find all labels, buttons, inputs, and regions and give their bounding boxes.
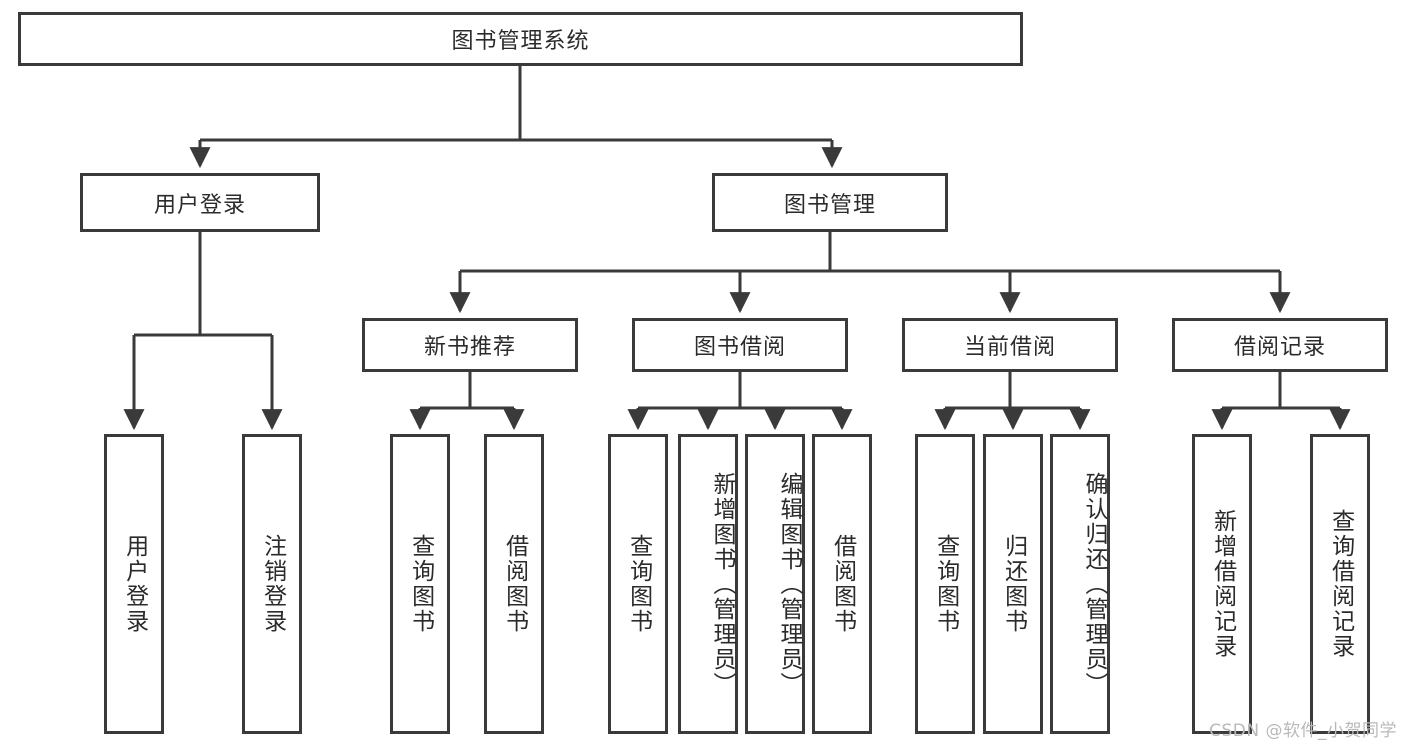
node-borrow-record[interactable]: 借阅记录 — [1172, 318, 1388, 372]
node-leaf-query-book-borrow[interactable]: 查询图书 — [608, 434, 668, 734]
node-leaf-add-book-admin[interactable]: 新增图书（管理员） — [678, 434, 738, 734]
node-leaf-query-book-current[interactable]: 查询图书 — [915, 434, 975, 734]
node-user-login[interactable]: 用户登录 — [80, 173, 320, 232]
node-leaf-return-book[interactable]: 归还图书 — [983, 434, 1043, 734]
node-leaf-user-logout[interactable]: 注销登录 — [242, 434, 302, 734]
node-current-borrow[interactable]: 当前借阅 — [902, 318, 1118, 372]
node-book-borrow[interactable]: 图书借阅 — [632, 318, 848, 372]
node-leaf-query-book-recommend[interactable]: 查询图书 — [390, 434, 450, 734]
node-new-book-recommend[interactable]: 新书推荐 — [362, 318, 578, 372]
node-leaf-add-borrow-record[interactable]: 新增借阅记录 — [1192, 434, 1252, 734]
node-leaf-user-login[interactable]: 用户登录 — [104, 434, 164, 734]
node-leaf-confirm-return-admin[interactable]: 确认归还（管理员） — [1050, 434, 1110, 734]
node-leaf-query-borrow-record[interactable]: 查询借阅记录 — [1310, 434, 1370, 734]
node-leaf-edit-book-admin[interactable]: 编辑图书（管理员） — [745, 434, 805, 734]
node-book-manage[interactable]: 图书管理 — [712, 173, 948, 232]
node-root[interactable]: 图书管理系统 — [18, 12, 1023, 66]
csdn-watermark: CSDN @软件_小贺同学 — [1209, 721, 1397, 741]
node-leaf-borrow-book-recommend[interactable]: 借阅图书 — [484, 434, 544, 734]
node-leaf-borrow-book[interactable]: 借阅图书 — [812, 434, 872, 734]
